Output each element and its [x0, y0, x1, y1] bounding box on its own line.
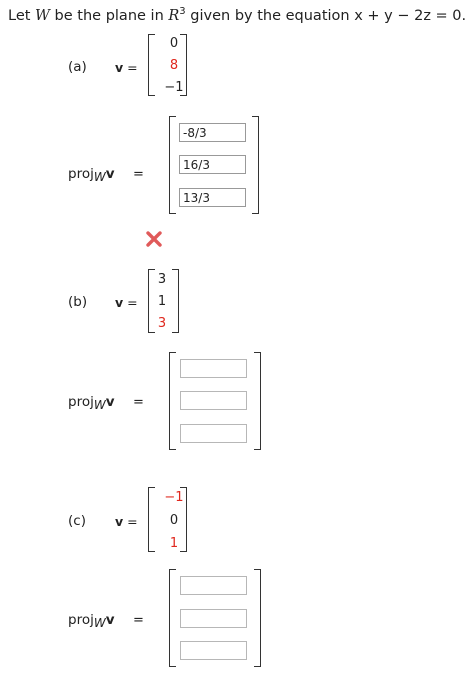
part-a-v-component: 0 [169, 36, 179, 51]
matrix-bracket-left [169, 569, 176, 667]
part-c-v-label: v = [115, 514, 138, 529]
part-a-answer-2[interactable] [179, 155, 246, 174]
part-b-proj-label: projWv [68, 394, 115, 412]
part-b-v-label: v = [115, 295, 138, 310]
part-b-v-component: 3 [157, 316, 167, 331]
part-a-v-component: 8 [169, 58, 179, 73]
part-c-v-component: −1 [164, 490, 184, 505]
problem-text: Let [8, 7, 36, 24]
space-symbol: R [168, 7, 180, 24]
part-a-v-component: −1 [164, 80, 184, 95]
matrix-bracket-right [252, 116, 259, 214]
part-a-proj-label: projWv [68, 166, 115, 184]
part-c-v-component: 1 [169, 536, 179, 551]
matrix-bracket-right [254, 352, 261, 450]
part-b-v-component: 3 [157, 272, 167, 287]
part-b-answer-1[interactable] [180, 359, 247, 378]
part-c-v-component: 0 [169, 513, 179, 528]
x-mark-icon [146, 231, 162, 247]
problem-text: be the plane in [49, 7, 169, 24]
part-c-answer-2[interactable] [180, 609, 247, 628]
matrix-bracket-left [169, 352, 176, 450]
part-a-answer-1[interactable] [179, 123, 246, 142]
matrix-bracket-left [169, 116, 176, 214]
vector-bracket-left [148, 269, 155, 333]
part-c-equals: = [133, 613, 144, 628]
vector-bracket-left [148, 34, 155, 96]
vector-bracket-right [172, 269, 179, 333]
problem-statement: Let W be the plane in R3 given by the eq… [8, 6, 466, 24]
vector-bracket-left [148, 487, 155, 552]
vector-bracket-right [180, 34, 187, 96]
part-b-answer-3[interactable] [180, 424, 247, 443]
part-a-equals: = [133, 167, 144, 182]
part-b-v-component: 1 [157, 294, 167, 309]
part-b-equals: = [133, 395, 144, 410]
part-c-answer-3[interactable] [180, 641, 247, 660]
space-exponent: 3 [179, 6, 186, 17]
plane-symbol: W [35, 7, 50, 24]
vector-bracket-right [180, 487, 187, 552]
part-c-proj-label: projWv [68, 612, 115, 630]
problem-text: given by the equation x + y − 2z = 0. [185, 7, 467, 24]
part-a-label: (a) [68, 59, 87, 75]
part-b-answer-2[interactable] [180, 391, 247, 410]
part-b-label: (b) [68, 294, 88, 310]
matrix-bracket-right [254, 569, 261, 667]
part-c-answer-1[interactable] [180, 576, 247, 595]
part-c-label: (c) [68, 513, 86, 529]
part-a-v-label: v = [115, 60, 138, 75]
part-a-answer-3[interactable] [179, 188, 246, 207]
